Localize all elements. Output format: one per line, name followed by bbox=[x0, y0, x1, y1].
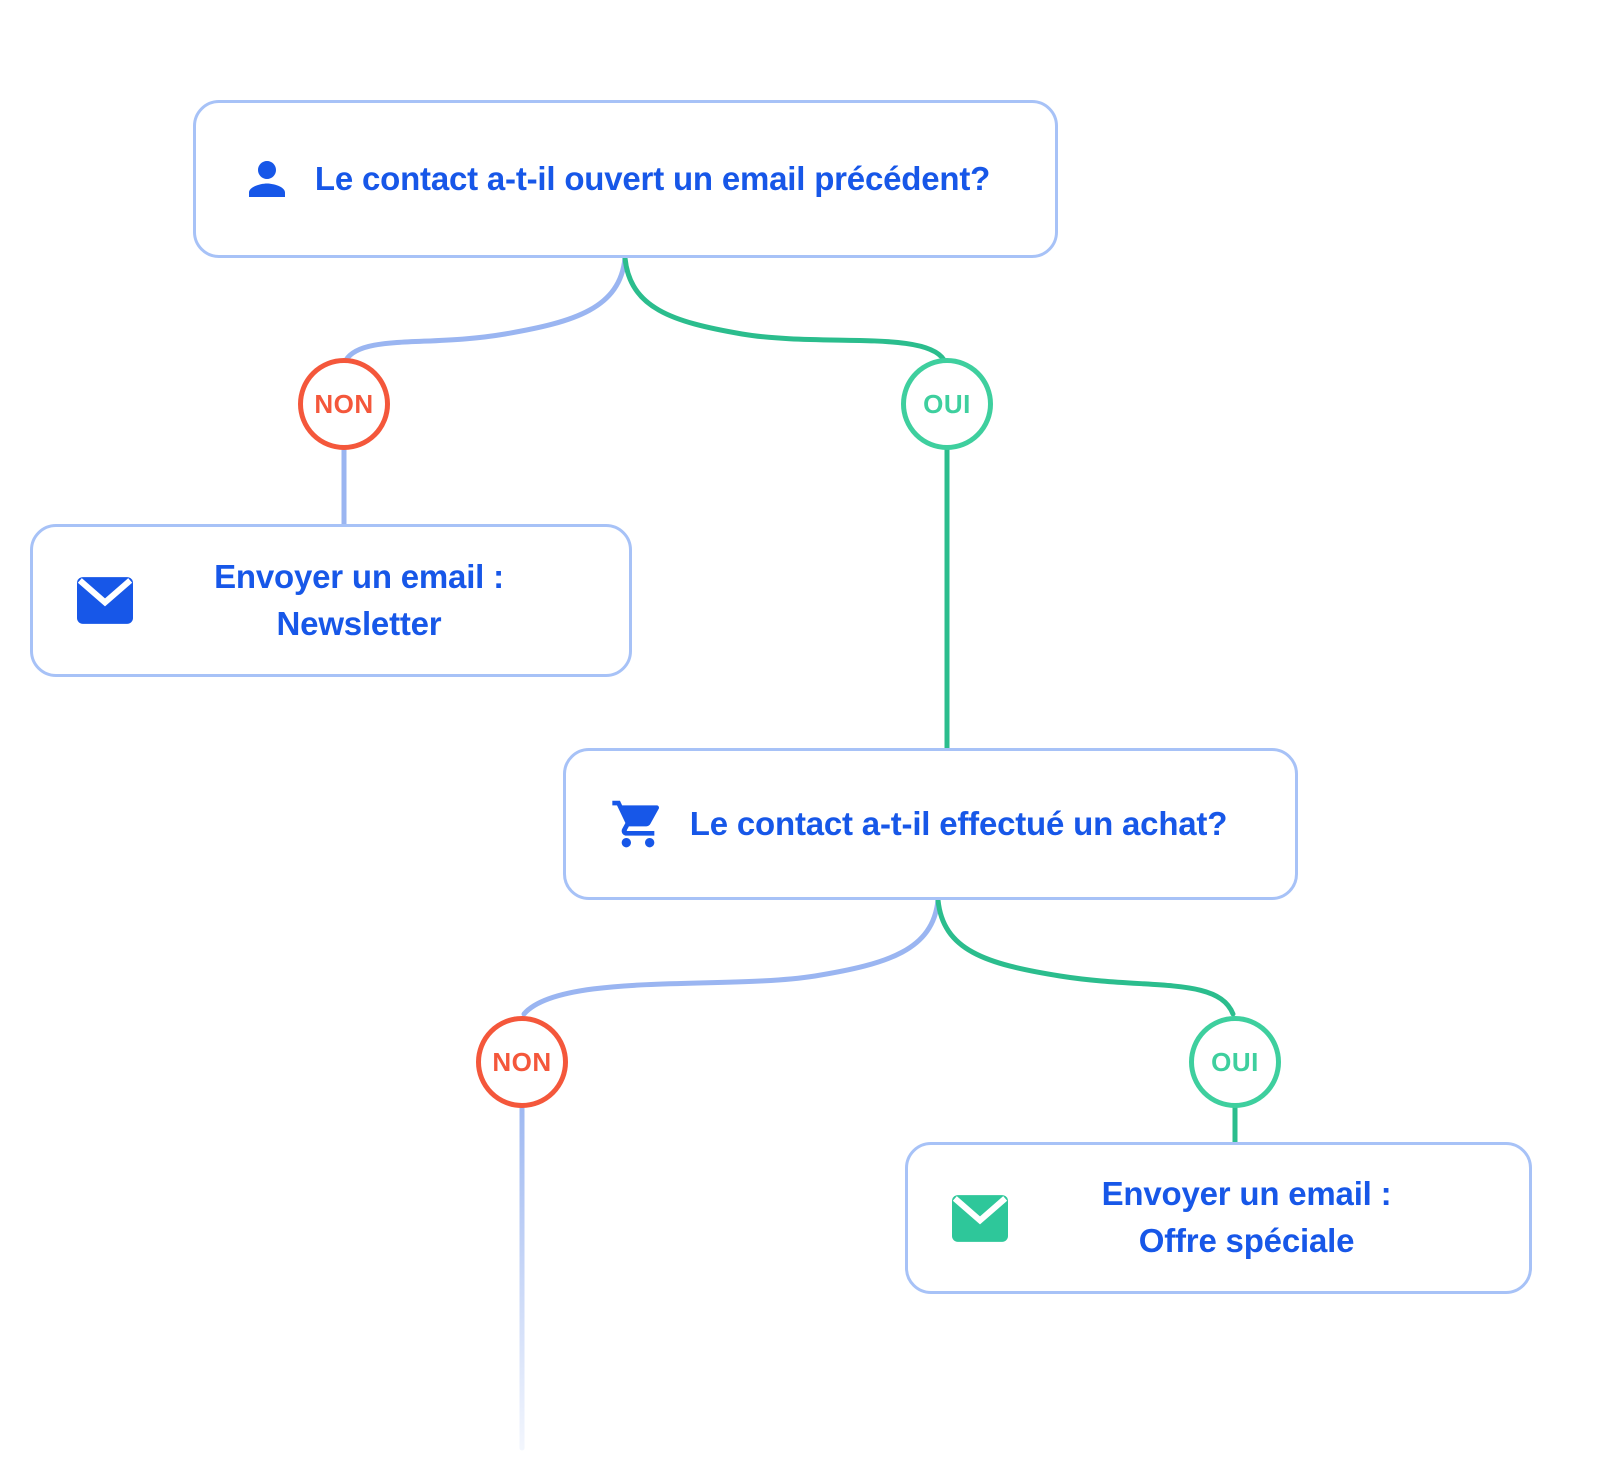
branch-label: OUI bbox=[1211, 1046, 1259, 1077]
branch-badge-non-1[interactable]: NON bbox=[298, 358, 390, 450]
node-send-offer[interactable]: Envoyer un email : Offre spéciale bbox=[905, 1142, 1532, 1294]
node-label-line1: Envoyer un email : bbox=[1101, 1175, 1392, 1213]
branch-label: NON bbox=[492, 1046, 552, 1077]
node-label-line2: Newsletter bbox=[276, 604, 442, 642]
edge-q2-oui bbox=[935, 897, 1236, 1017]
branch-badge-oui-1[interactable]: OUI bbox=[901, 358, 993, 450]
email-icon bbox=[77, 577, 133, 624]
branch-badge-non-2[interactable]: NON bbox=[476, 1016, 568, 1108]
node-label-line2: Offre spéciale bbox=[1138, 1222, 1355, 1259]
node-label: Le contact a-t-il ouvert un email précéd… bbox=[314, 159, 991, 197]
branch-label: NON bbox=[314, 388, 374, 419]
shopping-cart-icon bbox=[610, 796, 666, 852]
branch-badge-oui-2[interactable]: OUI bbox=[1189, 1016, 1281, 1108]
person-icon bbox=[240, 152, 294, 206]
node-send-newsletter[interactable]: Envoyer un email : Newsletter bbox=[30, 524, 632, 677]
email-icon bbox=[952, 1194, 1008, 1242]
edge-q2-non bbox=[521, 897, 941, 1017]
node-question-email[interactable]: Le contact a-t-il ouvert un email précéd… bbox=[193, 100, 1058, 258]
node-question-purchase[interactable]: Le contact a-t-il effectué un achat? bbox=[563, 748, 1298, 900]
node-label-line1: Envoyer un email : bbox=[214, 557, 504, 595]
branch-label: OUI bbox=[923, 388, 971, 419]
edge-q1-oui bbox=[622, 255, 947, 363]
node-label: Envoyer un email : Newsletter bbox=[133, 554, 585, 648]
node-label: Le contact a-t-il effectué un achat? bbox=[689, 804, 1228, 842]
node-label: Envoyer un email : Offre spéciale bbox=[1008, 1171, 1485, 1265]
edge-q1-non bbox=[343, 255, 628, 363]
